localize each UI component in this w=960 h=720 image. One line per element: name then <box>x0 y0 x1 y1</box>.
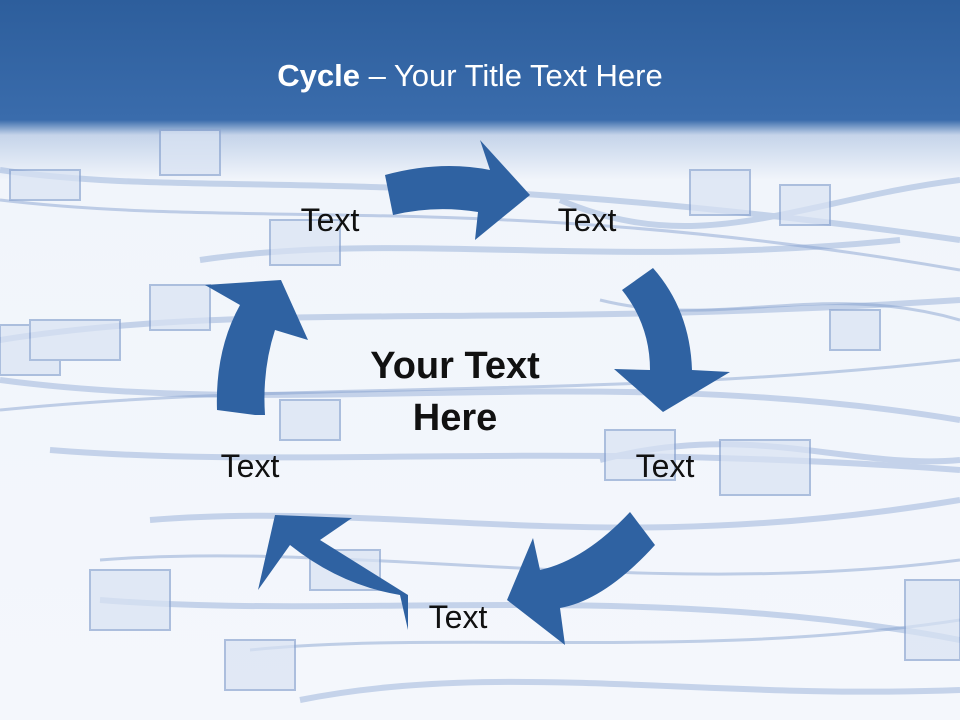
node-label-right: Text <box>635 448 695 484</box>
node-label-top-left: Text <box>300 202 360 238</box>
node-label-bottom: Text <box>428 599 488 635</box>
node-label-left: Text <box>220 448 280 484</box>
title-rest: – Your Title Text Here <box>360 58 663 93</box>
cycle-arrow-lower-right <box>507 512 655 645</box>
center-text: Your Text Here <box>370 345 540 439</box>
node-label-top-right: Text <box>557 202 617 238</box>
slide-title: Cycle – Your Title Text Here <box>0 52 940 100</box>
cycle-arrow-top <box>385 140 530 240</box>
cycle-arrow-left <box>205 280 308 415</box>
cycle-arrow-right <box>614 268 730 412</box>
cycle-arrow-lower-left <box>258 515 408 630</box>
title-bold: Cycle <box>277 58 360 93</box>
